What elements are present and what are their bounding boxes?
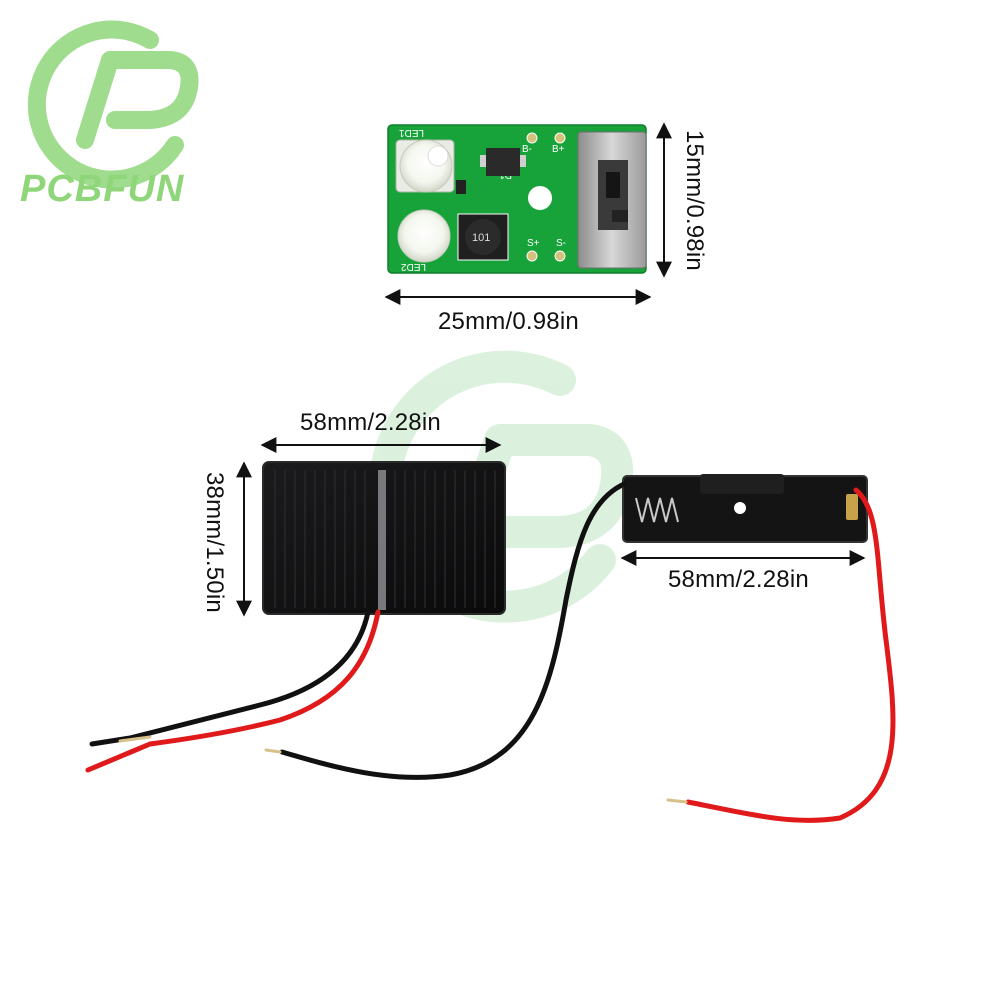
solar-panel [262, 461, 506, 615]
led1-silk-label: LED1 [399, 127, 424, 138]
mounting-hole [528, 186, 552, 210]
pcb-height-label: 15mm/0.98in [681, 130, 708, 271]
pcb-width-label: 25mm/0.98in [438, 308, 579, 335]
panel-height-label: 38mm/1.50in [201, 472, 228, 613]
solar-busbar [378, 470, 386, 610]
battery-holder [622, 474, 868, 543]
led2-icon [397, 209, 451, 263]
brand-logo-icon [27, 20, 199, 189]
s-minus-silk-label: S- [556, 238, 566, 249]
panel-wires [85, 609, 381, 773]
pcb-board: LED1 LED2 B- B+ S+ S- D1 101 [387, 124, 647, 274]
brand-name: PCBFUN [20, 168, 185, 210]
solder-pads [526, 132, 566, 262]
b-minus-silk-label: B- [522, 144, 532, 155]
b-plus-silk-label: B+ [552, 144, 565, 155]
battery-spring-icon [635, 497, 679, 523]
diode-chip-icon [456, 148, 526, 194]
battery-terminal-icon [846, 494, 858, 520]
led2-silk-label: LED2 [401, 261, 426, 272]
inductor-code: 101 [472, 232, 490, 244]
inductor-icon: 101 [457, 213, 509, 261]
s-plus-silk-label: S+ [527, 238, 540, 249]
led1-icon [395, 139, 455, 193]
holder-width-label: 58mm/2.28in [668, 566, 809, 593]
holder-wires [264, 481, 896, 823]
slide-switch-icon [577, 131, 647, 269]
panel-width-label: 58mm/2.28in [300, 409, 441, 436]
